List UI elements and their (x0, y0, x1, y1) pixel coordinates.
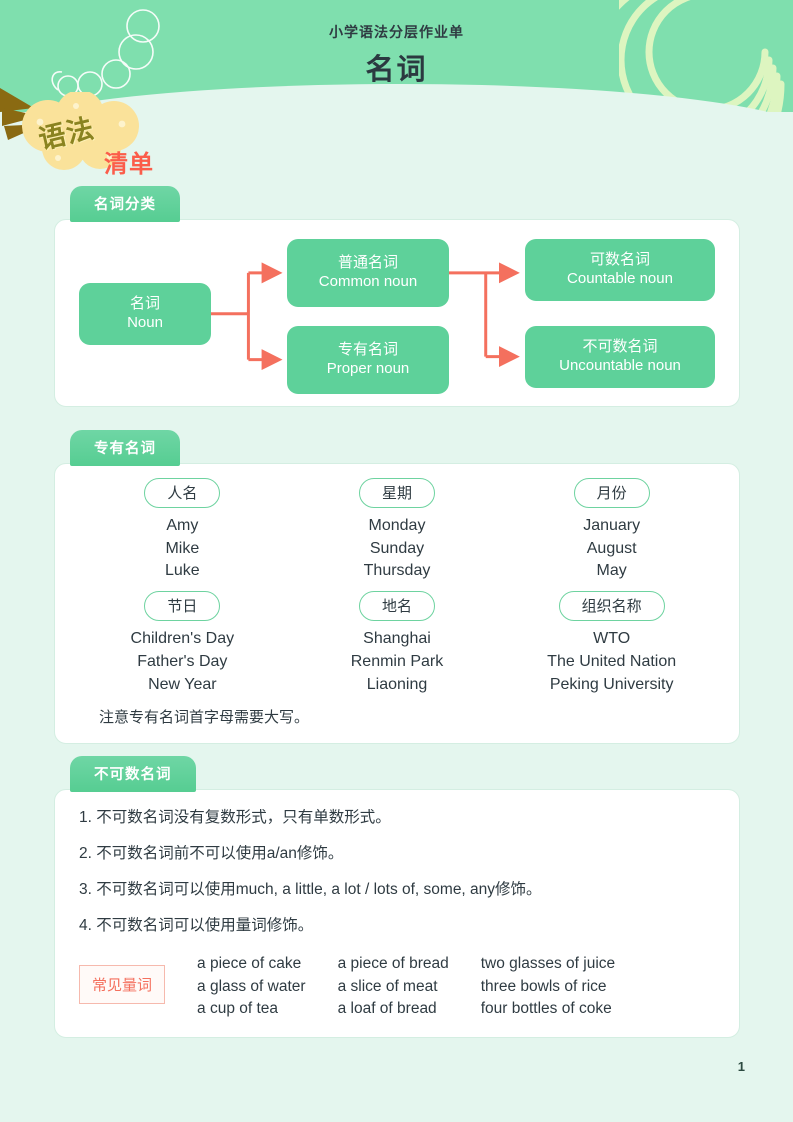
quantifier-column: a piece of bread a slice of meat a loaf … (337, 954, 449, 1018)
proper-group: 组织名称 WTO The United Nation Peking Univer… (504, 591, 719, 696)
quantifier-tag: 常见量词 (79, 964, 166, 1004)
group-items: Children's Day Father's Day New Year (130, 630, 235, 693)
proper-group: 节日 Children's Day Father's Day New Year (75, 591, 290, 696)
node-noun-en: Noun (127, 314, 163, 331)
group-label-pill: 地名 (358, 591, 435, 622)
diagram-node-proper-noun: 专有名词 Proper noun (287, 326, 449, 394)
page-header: 小学语法分层作业单 名词 (0, 0, 793, 112)
cloud-shape-icon (22, 92, 139, 170)
group-items: Amy Mike Luke (164, 517, 200, 580)
section-noun-classification: 名词分类 名词 (54, 186, 740, 407)
group-label-pill: 组织名称 (558, 591, 665, 622)
diagram-node-uncountable-noun: 不可数名词 Uncountable noun (525, 326, 715, 388)
node-proper-cn: 专有名词 (337, 341, 398, 359)
classification-card: 名词 Noun 普通名词 Common noun 专有名词 Proper nou… (54, 219, 740, 407)
section-tab-uncountable-nouns: 不可数名词 (70, 756, 196, 792)
diagram-node-noun: 名词 Noun (79, 283, 211, 345)
node-countable-cn: 可数名词 (589, 251, 650, 269)
group-label-pill: 人名 (144, 478, 221, 508)
page-number: 1 (737, 1059, 745, 1074)
page-title: 名词 (365, 54, 428, 86)
section-tab-proper-nouns: 专有名词 (70, 430, 180, 466)
section-tab-classification: 名词分类 (70, 186, 180, 222)
node-noun-cn: 名词 (129, 295, 160, 313)
node-proper-en: Proper noun (326, 360, 410, 377)
badge-list-label: 清单 (104, 151, 154, 178)
group-items: WTO The United Nation Peking University (547, 630, 677, 693)
group-items: Monday Sunday Thursday (363, 517, 431, 580)
proper-group: 星期 Monday Sunday Thursday (290, 478, 505, 583)
quantifier-column: two glasses of juice three bowls of rice… (480, 954, 616, 1018)
group-label-pill: 月份 (573, 478, 650, 508)
group-label-pill: 星期 (358, 478, 435, 508)
proper-group: 地名 Shanghai Renmin Park Liaoning (290, 591, 505, 696)
group-label-pill: 节日 (144, 591, 221, 622)
diagram-node-common-noun: 普通名词 Common noun (287, 239, 449, 307)
node-uncountable-cn: 不可数名词 (582, 338, 658, 356)
proper-noun-grid: 人名 Amy Mike Luke 星期 Monday Sunday Thursd… (75, 478, 719, 696)
rule-item: 2. 不可数名词前不可以使用a/an修饰。 (79, 845, 344, 863)
rule-item: 3. 不可数名词可以使用much, a little, a lot / lots… (79, 881, 542, 899)
section-proper-nouns: 专有名词 人名 Amy Mike Luke 星期 Monday Sunday T… (54, 430, 740, 745)
node-common-cn: 普通名词 (337, 254, 398, 272)
node-countable-en: Countable noun (567, 270, 673, 287)
group-items: Shanghai Renmin Park Liaoning (350, 630, 444, 693)
proper-group: 人名 Amy Mike Luke (75, 478, 290, 583)
rule-item: 4. 不可数名词可以使用量词修饰。 (79, 917, 314, 935)
group-items: January August May (583, 517, 641, 580)
proper-group: 月份 January August May (504, 478, 719, 583)
uncountable-nouns-card: 1. 不可数名词没有复数形式，只有单数形式。 2. 不可数名词前不可以使用a/a… (54, 789, 740, 1039)
grammar-badge: 语法 清单 (0, 86, 260, 196)
diagram-node-countable-noun: 可数名词 Countable noun (525, 239, 715, 301)
diagram-connectors (210, 262, 520, 371)
node-common-en: Common noun (318, 273, 418, 290)
noun-classification-diagram: 名词 Noun 普通名词 Common noun 专有名词 Proper nou… (55, 220, 739, 406)
quantifier-column: a piece of cake a glass of water a cup o… (197, 954, 306, 1018)
proper-noun-note: 注意专有名词首字母需要大写。 (99, 709, 310, 727)
quantifier-examples: 常见量词 a piece of cake a glass of water a … (79, 953, 717, 1022)
rule-item: 1. 不可数名词没有复数形式，只有单数形式。 (79, 809, 391, 826)
node-uncountable-en: Uncountable noun (559, 357, 681, 374)
section-uncountable-nouns: 不可数名词 1. 不可数名词没有复数形式，只有单数形式。 2. 不可数名词前不可… (54, 756, 740, 1039)
header-subtitle: 小学语法分层作业单 (329, 24, 464, 40)
proper-nouns-card: 人名 Amy Mike Luke 星期 Monday Sunday Thursd… (54, 463, 740, 745)
